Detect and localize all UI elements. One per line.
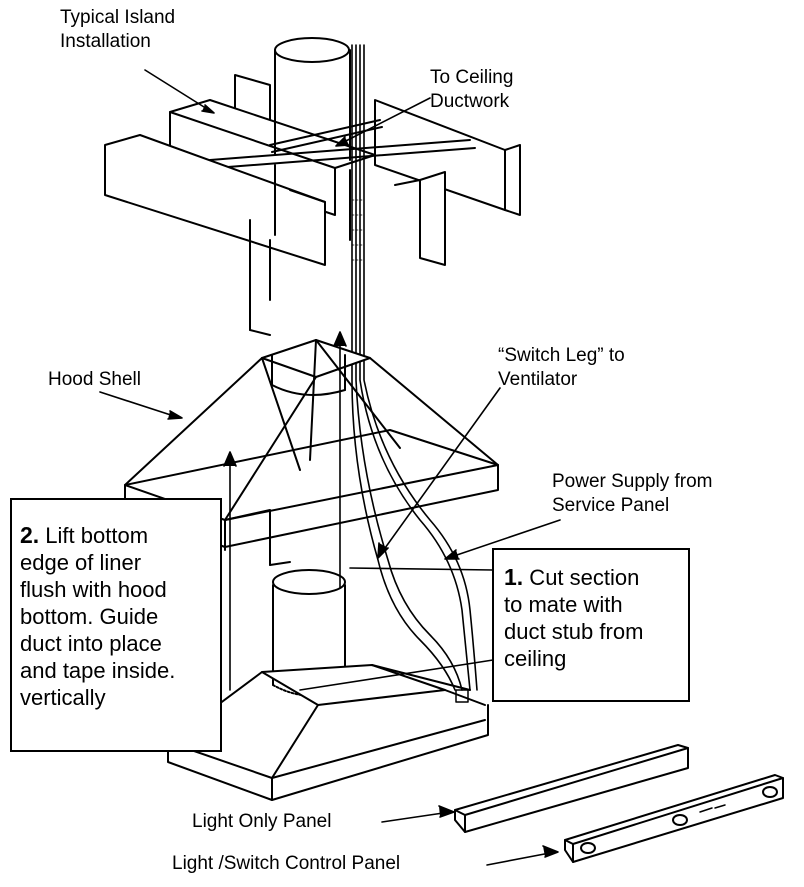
- step-1-text: Cut section to mate with duct stub from …: [504, 565, 644, 671]
- label-power-supply: Power Supply from Service Panel: [552, 471, 713, 516]
- label-hood-shell: Hood Shell: [48, 369, 141, 390]
- ceiling-joists: [104, 74, 521, 266]
- light-switch-panel-drawing: [564, 774, 784, 863]
- label-light-only-panel: Light Only Panel: [192, 811, 332, 832]
- step-1-callout: 1. Cut section to mate with duct stub fr…: [492, 548, 690, 702]
- leader-lines: [99, 69, 561, 866]
- label-light-switch-panel: Light /Switch Control Panel: [172, 853, 401, 874]
- step-1-number: 1.: [504, 564, 524, 590]
- label-typical-island: Typical Island Installation: [60, 7, 176, 52]
- hood-shell-drawing: [124, 339, 499, 566]
- step-2-number: 2.: [20, 522, 40, 548]
- light-only-panel-drawing: [454, 744, 689, 833]
- ceiling-duct: [249, 37, 351, 336]
- step-2-text: Lift bottom edge of liner flush with hoo…: [20, 523, 176, 710]
- label-to-ceiling-ductwork: To Ceiling Ductwork: [430, 67, 514, 112]
- label-switch-leg: “Switch Leg” to Ventilator: [498, 345, 625, 390]
- step-2-callout: 2. Lift bottom edge of liner flush with …: [10, 498, 222, 752]
